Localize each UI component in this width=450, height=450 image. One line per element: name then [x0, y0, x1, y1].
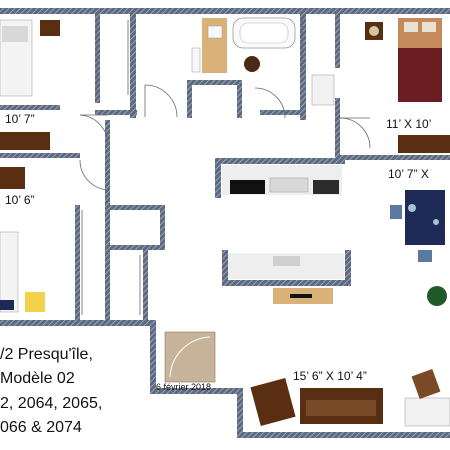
room-dim-top-right: 11’ X 10’ — [386, 117, 431, 131]
kitchen-counter-upper — [222, 165, 342, 195]
kitchen-island — [228, 253, 344, 304]
project-info: /2 Presqu'île, Modèle 02 2, 2064, 2065, … — [0, 346, 102, 436]
dresser-top-left — [0, 132, 50, 150]
dresser-top-right — [398, 135, 450, 153]
room-dim-living: 15’ 6” X 10’ 4” — [293, 369, 367, 383]
room-dim-top-left: 10’ 7” — [5, 112, 35, 126]
toilet — [191, 47, 201, 73]
bed-top-left — [0, 19, 33, 97]
doors — [79, 20, 371, 315]
sofa — [300, 388, 383, 424]
sink — [207, 25, 223, 39]
bath-mat — [244, 56, 260, 72]
tv-console — [404, 397, 450, 427]
washer-dryer — [311, 74, 335, 106]
dining-table — [390, 190, 445, 262]
bed-mid-left — [0, 231, 19, 313]
room-dim-mid-left: 10’ 6” — [5, 193, 35, 207]
bathtub — [232, 17, 296, 49]
side-chair — [411, 368, 441, 400]
armchair — [250, 378, 296, 426]
info-line: Modèle 02 — [0, 370, 75, 387]
info-line: 066 & 2074 — [0, 419, 82, 436]
lamp-top-right — [369, 26, 379, 36]
bed-top-right — [398, 18, 442, 102]
dresser-mid-left — [0, 167, 25, 189]
walls — [0, 8, 450, 438]
info-line: 2, 2064, 2065, — [0, 395, 102, 412]
plan-date: 6 février 2018 — [156, 382, 211, 392]
room-dim-mid-right: 10’ 7” X — [388, 167, 429, 181]
info-line: /2 Presqu'île, — [0, 346, 93, 363]
nightstand-top-left — [40, 20, 60, 36]
entry-closet — [164, 331, 216, 383]
plant — [427, 286, 447, 306]
nightstand-mid-left — [25, 292, 45, 312]
